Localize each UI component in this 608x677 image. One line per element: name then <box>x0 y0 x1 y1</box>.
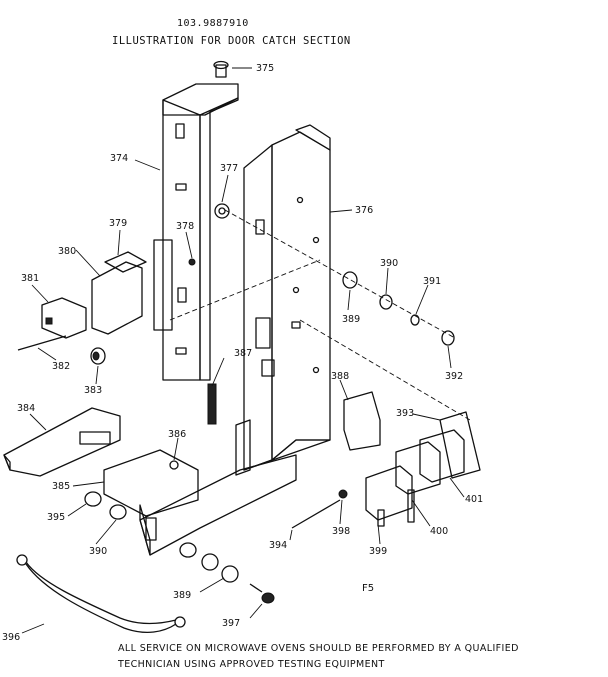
callout-375: 375 <box>256 63 274 74</box>
part-376-frame <box>243 124 331 471</box>
callout-389: 389 <box>342 314 360 325</box>
sheet-code: F5 <box>362 583 375 594</box>
leader-lines <box>21 67 465 634</box>
part-386-screw <box>169 460 179 470</box>
part-401-switch <box>419 429 465 483</box>
callout-384: 384 <box>17 403 35 414</box>
base-bracket <box>139 419 297 556</box>
part-396-ground-wire <box>16 554 186 634</box>
part-400-switch <box>395 441 441 523</box>
callout-labels: 375 374 377 376 379 378 380 381 390 391 … <box>2 63 483 643</box>
callout-396: 396 <box>2 632 20 643</box>
part-385-plate <box>103 449 199 517</box>
part-382-screw <box>17 335 67 351</box>
callout-383: 383 <box>84 385 102 396</box>
callout-379: 379 <box>109 218 127 229</box>
callout-393: 393 <box>396 408 414 419</box>
callout-378: 378 <box>176 221 194 232</box>
model-number: 103.9887910 <box>177 18 249 29</box>
part-391-washer <box>410 314 420 326</box>
callout-390: 390 <box>380 258 398 269</box>
part-380-plate <box>91 261 143 335</box>
part-397-screw <box>249 583 275 604</box>
callout-399: 399 <box>369 546 387 557</box>
part-381-switch <box>41 297 87 339</box>
washer-lower-1 <box>179 542 197 558</box>
part-390-washer-lower <box>109 504 127 520</box>
callout-387: 387 <box>234 348 252 359</box>
part-375-screw <box>213 60 229 78</box>
callout-374: 374 <box>110 153 128 164</box>
callout-376: 376 <box>355 205 373 216</box>
part-388-bracket <box>343 391 381 451</box>
diagram-title: ILLUSTRATION FOR DOOR CATCH SECTION <box>112 35 351 47</box>
part-377-nut <box>214 203 230 219</box>
part-390-washer <box>379 294 393 310</box>
part-395-nut <box>84 491 102 507</box>
callout-382: 382 <box>52 361 70 372</box>
callout-386: 386 <box>168 429 186 440</box>
callout-389-lower: 389 <box>173 590 191 601</box>
part-389-washer <box>342 271 358 289</box>
footer-note-line2: TECHNICIAN USING APPROVED TESTING EQUIPM… <box>118 659 385 670</box>
callout-381: 381 <box>21 273 39 284</box>
washer-lower-2 <box>201 553 219 571</box>
part-379-clip <box>104 251 147 273</box>
callout-390-lower: 390 <box>89 546 107 557</box>
part-378-screw <box>188 258 196 266</box>
callout-391: 391 <box>423 276 441 287</box>
part-399-switch <box>365 465 413 527</box>
part-394-screw <box>291 499 341 529</box>
alignment-lines <box>169 209 471 421</box>
part-393-plate <box>439 411 481 479</box>
callout-395: 395 <box>47 512 65 523</box>
callout-400: 400 <box>430 526 448 537</box>
part-387-spring <box>207 383 217 425</box>
callout-398: 398 <box>332 526 350 537</box>
callout-380: 380 <box>58 246 76 257</box>
callout-401: 401 <box>465 494 483 505</box>
part-384-latch <box>3 407 121 477</box>
callout-385: 385 <box>52 481 70 492</box>
callout-377: 377 <box>220 163 238 174</box>
footer-note-line1: ALL SERVICE ON MICROWAVE OVENS SHOULD BE… <box>118 643 519 654</box>
part-398-nut <box>338 489 348 499</box>
part-389-washer-lower <box>221 565 239 583</box>
part-374-bracket <box>153 83 239 381</box>
callout-394: 394 <box>269 540 287 551</box>
callout-388: 388 <box>331 371 349 382</box>
part-383-knob <box>90 347 106 365</box>
callout-392: 392 <box>445 371 463 382</box>
callout-397: 397 <box>222 618 240 629</box>
part-392-nut <box>441 330 455 346</box>
